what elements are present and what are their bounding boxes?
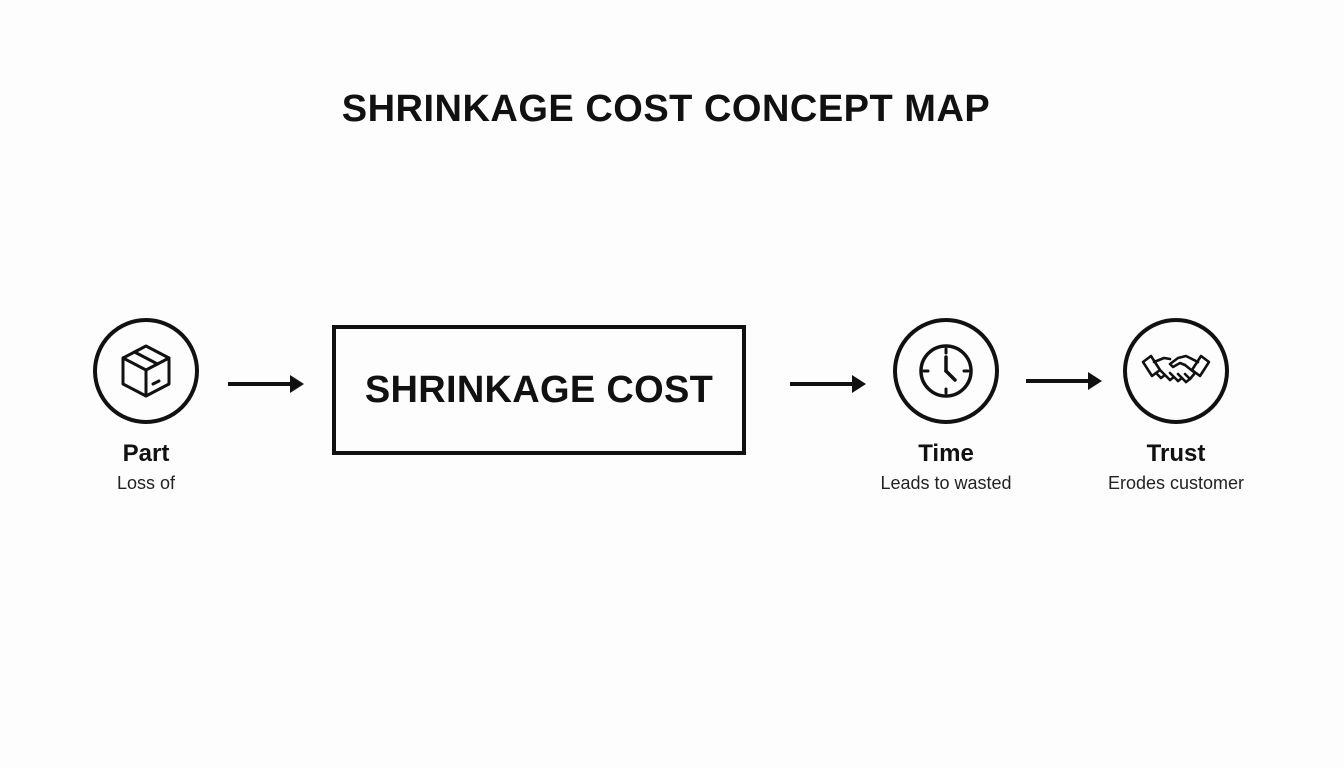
node-time-label: Time xyxy=(918,440,974,467)
node-time-circle xyxy=(893,318,999,424)
node-part-label: Part xyxy=(122,440,170,467)
center-concept-label: SHRINKAGE COST xyxy=(364,368,714,411)
node-part-circle xyxy=(93,318,199,424)
node-part: Part Loss of xyxy=(46,318,246,494)
node-trust-description: Erodes customer xyxy=(1107,473,1245,493)
diagram-title: SHRINKAGE COST CONCEPT MAP xyxy=(341,88,991,130)
arrow-time-to-trust xyxy=(1026,372,1102,390)
arrow-center-to-time xyxy=(790,375,866,393)
clock-icon xyxy=(919,344,973,398)
node-time-description: Leads to wasted xyxy=(880,473,1012,493)
handshake-icon xyxy=(1141,354,1211,384)
node-trust-label: Trust xyxy=(1146,440,1206,467)
arrow-part-to-center xyxy=(228,375,304,393)
box-icon xyxy=(121,344,171,398)
node-trust-circle xyxy=(1123,318,1229,424)
center-concept-box: SHRINKAGE COST xyxy=(332,325,746,455)
node-time: Time Leads to wasted xyxy=(846,318,1046,494)
node-part-description: Loss of xyxy=(116,473,176,493)
node-trust: Trust Erodes customer xyxy=(1076,318,1276,494)
